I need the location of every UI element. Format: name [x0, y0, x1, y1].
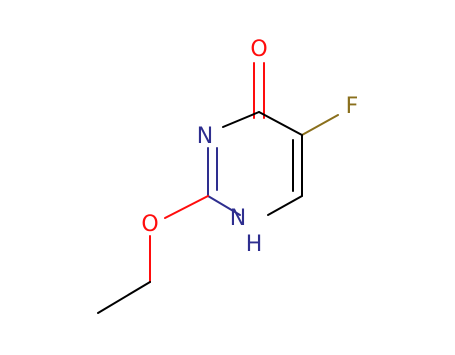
atom-nitrogen-nh: N [230, 206, 246, 231]
bond-c6-n1 [267, 195, 303, 216]
bond-c2-o [164, 195, 209, 219]
bond-c4-c5 [258, 111, 303, 136]
bond-c4-o-double [253, 62, 265, 119]
atom-fluorine: F [346, 94, 359, 119]
atom-oxygen-ether: O [141, 212, 158, 237]
bond-c5-c6-double [292, 134, 303, 197]
bond-c5-f [301, 114, 339, 136]
bond-n3-c4 [222, 111, 260, 128]
atom-oxygen-carbonyl: O [250, 37, 267, 62]
atom-hydrogen-nh: H [246, 232, 263, 257]
bond-n1-c2 [207, 195, 241, 216]
bond-c2-n3-double [207, 147, 218, 197]
atom-nitrogen-ring: N [197, 124, 213, 149]
bond-ch2-ch3 [97, 281, 151, 314]
